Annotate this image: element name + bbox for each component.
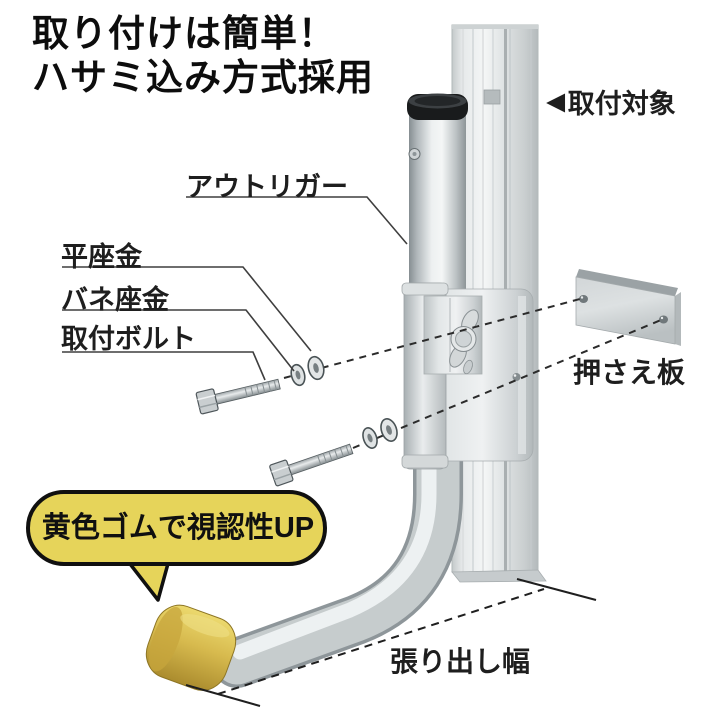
left-triangle-icon: ◀: [547, 88, 565, 114]
label-flat-washer: 平座金: [61, 242, 142, 272]
plate-hole-right: [659, 315, 668, 324]
post-slot-detail: [483, 89, 501, 105]
yellow-rubber-cap: [145, 604, 237, 691]
mounting-bolt-upper: [195, 378, 281, 415]
label-mounting-target: ◀ 取付対象: [547, 82, 676, 121]
leader-outrigger: [186, 196, 408, 245]
headline-line1: 取り付けは簡単！: [32, 13, 336, 54]
label-overhang-width: 張り出し幅: [390, 646, 531, 677]
outrigger-bent-arm: [212, 421, 463, 688]
leader-flat-washer: [62, 266, 312, 352]
flat-washer-upper: [307, 355, 325, 381]
leader-mounting-bolt: [62, 351, 266, 381]
label-mounting-bolt: 取付ボルト: [61, 324, 196, 354]
headline-line2: ハサミ込み方式採用: [32, 56, 374, 98]
dimension-overhang-width: [185, 578, 597, 707]
flat-washer-lower: [380, 418, 398, 442]
callout-body: [26, 490, 327, 566]
label-spring-washer: バネ座金: [61, 285, 169, 315]
headline: 取り付けは簡単！ ハサミ込み方式採用: [32, 12, 374, 99]
mounting-bolt-lower: [269, 443, 354, 487]
outrigger-tube: [407, 93, 468, 300]
spring-washer-lower: [362, 427, 378, 449]
wing-bolt: [449, 309, 479, 375]
plate-hole-left: [579, 295, 588, 303]
clamp-bracket: [401, 282, 534, 470]
callout-text: 黄色ゴムで視認性UP: [41, 512, 315, 544]
label-outrigger: アウトリガー: [186, 172, 348, 202]
clamp-bolt-hole: [512, 373, 521, 381]
leader-spring-washer: [62, 309, 295, 372]
spring-washer-upper: [290, 363, 306, 387]
callout-bubble: [26, 490, 327, 602]
label-pressing-plate: 押さえ板: [573, 357, 686, 388]
leader-lines: [62, 196, 408, 381]
label-mounting-target-text: 取付対象: [567, 89, 676, 119]
assembly-axis-lines: [283, 298, 662, 449]
pressing-plate: [575, 269, 681, 346]
